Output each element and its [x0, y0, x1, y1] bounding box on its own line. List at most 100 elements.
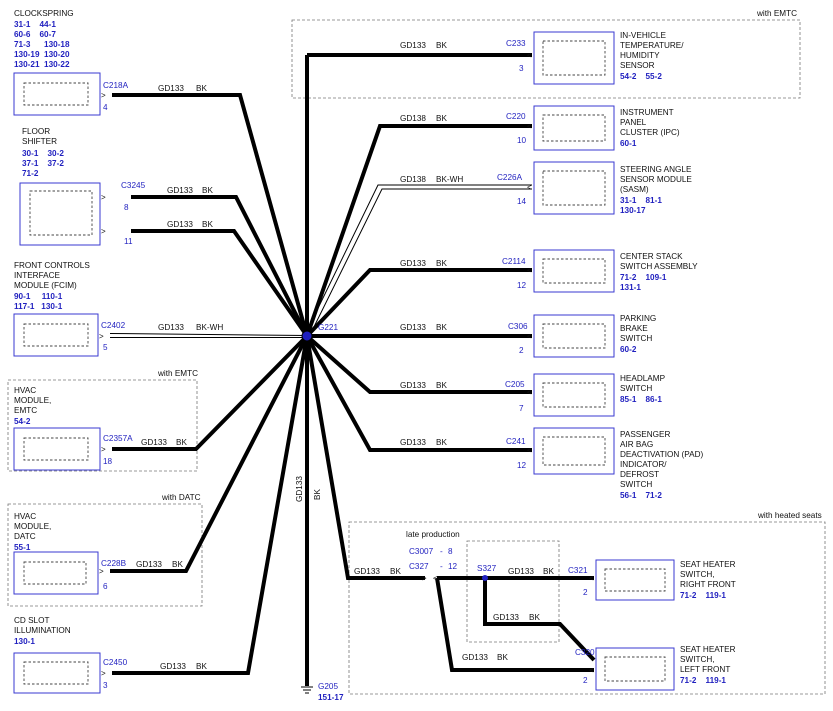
center-stack-color: BK: [436, 259, 447, 268]
fcim-wire-bk-wh: [109, 333, 308, 338]
svg-text:60-6 60-7: 60-6 60-7: [14, 30, 56, 39]
sasm-wire-bk-wh: [304, 184, 532, 338]
cd-slot-connector: [13, 652, 101, 694]
svg-text:HEADLAMP: HEADLAMP: [620, 374, 666, 383]
svg-text:DEFROST: DEFROST: [620, 470, 659, 479]
svg-text:SEAT HEATER: SEAT HEATER: [680, 645, 736, 654]
cd-slot-ref: 130-1: [14, 637, 35, 646]
sasm-color: BK-WH: [436, 175, 463, 184]
splice-g221-label: G221: [318, 323, 338, 332]
svg-text:PASSENGER: PASSENGER: [620, 430, 670, 439]
seat-branch-circuit-1: GD133: [354, 567, 380, 576]
svg-text:SENSOR MODULE: SENSOR MODULE: [620, 175, 692, 184]
fcim-connector: [13, 313, 99, 357]
seat-branch-color-1: BK: [390, 567, 401, 576]
svg-text:>: >: [101, 193, 106, 202]
seat-rf-color: BK: [543, 567, 554, 576]
ipc-ref: 60-1: [620, 139, 637, 148]
svg-text:>: >: [101, 227, 106, 236]
svg-text:<: <: [527, 122, 532, 131]
center-stack-ref-2: 131-1: [620, 283, 641, 292]
svg-text:LEFT FRONT: LEFT FRONT: [680, 665, 730, 674]
fcim-title: FRONT CONTROLS INTERFACE MODULE (FCIM): [14, 261, 90, 290]
parking-brake-connector-label: C306: [508, 322, 528, 331]
headlamp-connector: [533, 373, 615, 417]
seat-lf-ref: 71-2 119-1: [680, 676, 726, 685]
svg-text:HVAC: HVAC: [14, 386, 36, 395]
hvac-datc-pin: 6: [103, 582, 108, 591]
svg-text:ILLUMINATION: ILLUMINATION: [14, 626, 71, 635]
floor-shifter-circuit-2: GD133: [167, 220, 193, 229]
svg-text:37-1 37-2: 37-1 37-2: [22, 159, 64, 168]
svg-text:<: <: [527, 388, 532, 397]
hvac-emtc-connector-label: C2357A: [103, 434, 133, 443]
cd-slot-color: BK: [196, 662, 207, 671]
floor-shifter-color-1: BK: [202, 186, 213, 195]
svg-text:CENTER STACK: CENTER STACK: [620, 252, 683, 261]
sasm-title: STEERING ANGLE SENSOR MODULE (SASM): [620, 165, 692, 194]
svg-text:<: <: [527, 51, 532, 60]
svg-text:>: >: [422, 574, 427, 583]
svg-text:<: <: [589, 574, 594, 583]
seat-lf-color: BK: [497, 653, 508, 662]
hvac-datc-color: BK: [172, 560, 183, 569]
seat-rf-ref: 71-2 119-1: [680, 591, 726, 600]
seat-late-pin: 8: [448, 547, 453, 556]
seat-rf-connector-label: C321: [568, 566, 588, 575]
svg-text:IN-VEHICLE: IN-VEHICLE: [620, 31, 666, 40]
sasm-circuit: GD138: [400, 175, 426, 184]
svg-text:71-2: 71-2: [22, 169, 39, 178]
svg-text:CLOCKSPRING: CLOCKSPRING: [14, 9, 74, 18]
pin-arrows: > > > > > > > < < < < < < < < <: [99, 51, 594, 678]
ground-connector-label: G205: [318, 682, 338, 691]
region-emtc-left-label: with EMTC: [157, 369, 198, 378]
ipc-title: INSTRUMENT PANEL CLUSTER (IPC): [620, 108, 680, 137]
temp-sensor-title: IN-VEHICLE TEMPERATURE/ HUMIDITY SENSOR: [620, 31, 684, 70]
ipc-connector: [533, 105, 615, 151]
splice-g221: [301, 330, 313, 342]
parking-brake-title: PARKING BRAKE SWITCH: [620, 314, 656, 343]
svg-text:HUMIDITY: HUMIDITY: [620, 51, 660, 60]
hvac-emtc-circuit: GD133: [141, 438, 167, 447]
hvac-emtc-pin: 18: [103, 457, 113, 466]
seat-lf-circuit: GD133: [462, 653, 488, 662]
svg-text:>: >: [101, 445, 106, 454]
ground-ref: 151-17: [318, 693, 344, 702]
fcim-refs: 90-1 110-1 117-1 130-1: [14, 292, 63, 311]
svg-text:130-21 130-22: 130-21 130-22: [14, 60, 70, 69]
trunk-circuit-label: GD133: [295, 476, 304, 502]
hvac-datc-ref: 55-1: [14, 543, 31, 552]
temp-sensor-color: BK: [436, 41, 447, 50]
region-datc-left-label: with DATC: [161, 493, 201, 502]
sasm-ref-2: 130-17: [620, 206, 646, 215]
cd-slot-title: CD SLOT ILLUMINATION: [14, 616, 71, 635]
temp-sensor-connector-label: C233: [506, 39, 526, 48]
headlamp-circuit: GD133: [400, 381, 426, 390]
svg-text:<: <: [433, 574, 438, 583]
ground-icon: [301, 686, 313, 694]
region-heated-seats-label: with heated seats: [757, 511, 822, 520]
hvac-emtc-connector: [13, 427, 101, 471]
svg-text:MODULE (FCIM): MODULE (FCIM): [14, 281, 77, 290]
svg-text:SHIFTER: SHIFTER: [22, 137, 57, 146]
svg-text:FLOOR: FLOOR: [22, 127, 50, 136]
ipc-color: BK: [436, 114, 447, 123]
svg-text:PARKING: PARKING: [620, 314, 656, 323]
seat-lf-connector-label: C320: [575, 648, 595, 657]
seat-rf-circuit: GD133: [508, 567, 534, 576]
headlamp-connector-label: C205: [505, 380, 525, 389]
svg-text:BRAKE: BRAKE: [620, 324, 648, 333]
region-emtc-right: [291, 19, 801, 99]
seat-lf-connector: [595, 647, 675, 691]
floor-shifter-color-2: BK: [202, 220, 213, 229]
floor-shifter-title: FLOOR SHIFTER: [22, 127, 57, 146]
svg-text:<: <: [527, 446, 532, 455]
svg-text:CD SLOT: CD SLOT: [14, 616, 50, 625]
pad-pin: 12: [517, 461, 527, 470]
svg-text:HVAC: HVAC: [14, 512, 36, 521]
seat-lf-title: SEAT HEATER SWITCH, LEFT FRONT: [680, 645, 736, 674]
svg-text:71-3 130-18: 71-3 130-18: [14, 40, 70, 49]
svg-text:SWITCH,: SWITCH,: [680, 655, 715, 664]
clockspring-connector-label: C218A: [103, 81, 129, 90]
pad-connector: [533, 427, 615, 475]
